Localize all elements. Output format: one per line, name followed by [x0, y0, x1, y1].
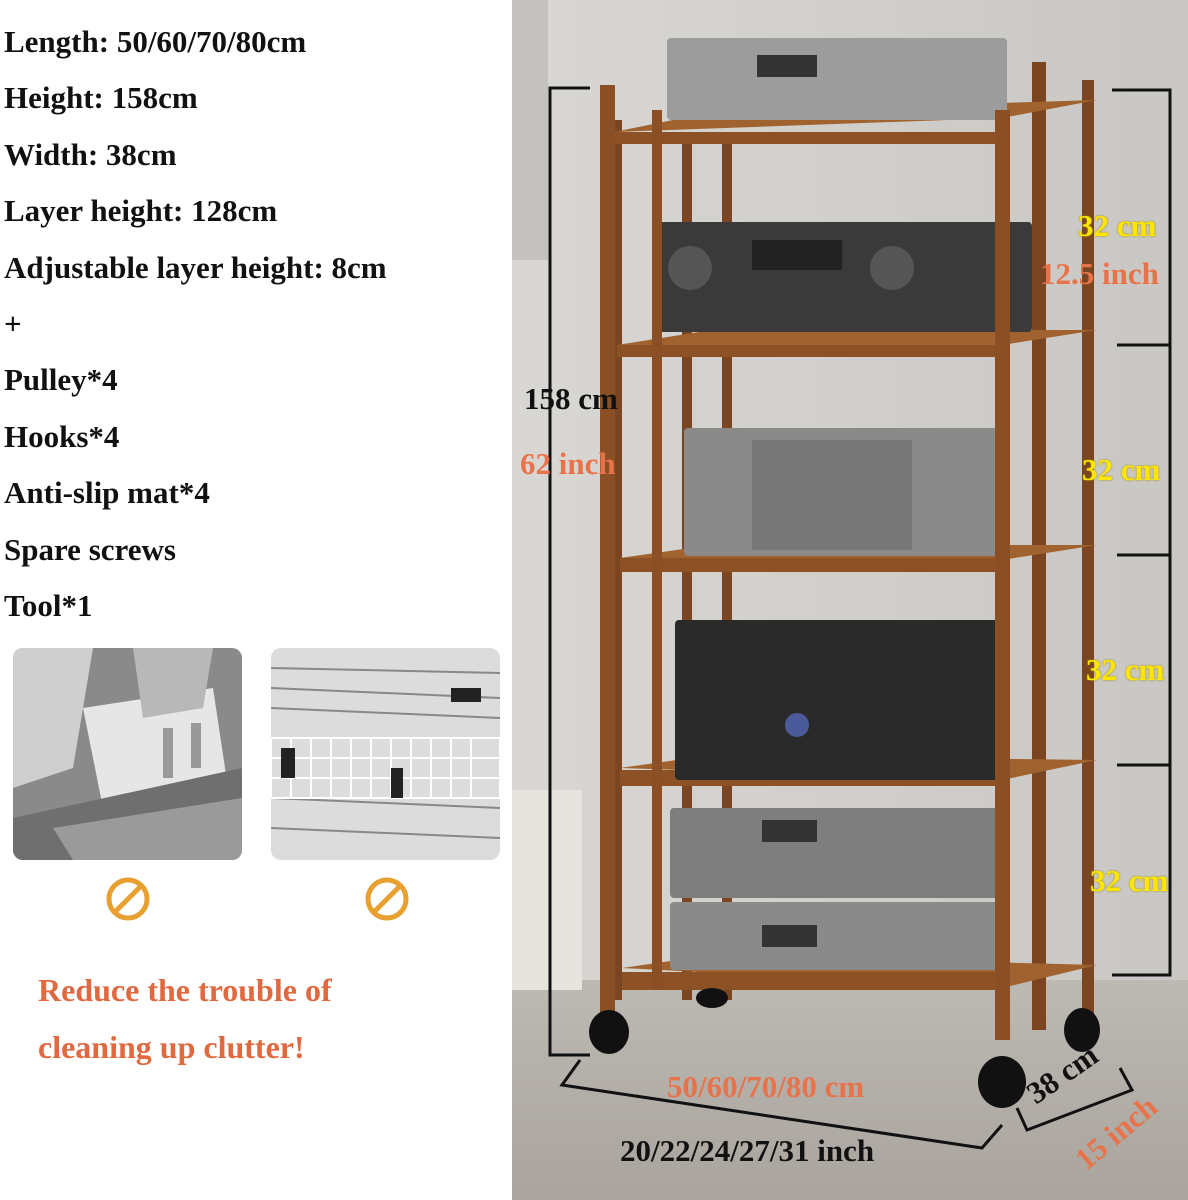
spec-antislip: Anti-slip mat*4 [4, 475, 210, 510]
length-cm-label: 50/60/70/80 cm [667, 1069, 865, 1104]
spec-adjustable-height: Adjustable layer height: 8cm [4, 250, 387, 285]
shelf-illustration [512, 0, 1172, 1150]
layer-4-cm-label: 32 cm [1090, 863, 1169, 898]
cardboard-boxes-photo [13, 648, 242, 860]
height-inch-label: 62 inch [520, 446, 616, 481]
spec-plus: + [4, 306, 22, 341]
length-inch-label: 20/22/24/27/31 inch [620, 1133, 875, 1168]
spec-length: Length: 50/60/70/80cm [4, 24, 307, 59]
slogan-line-1: Reduce the trouble of [38, 972, 332, 1008]
spec-screws: Spare screws [4, 532, 176, 567]
paper-stacks-photo [271, 648, 500, 860]
product-photo: 158 cm 62 inch 32 cm 12.5 inch 32 cm 32 … [512, 0, 1188, 1200]
layer-2-cm-label: 32 cm [1082, 452, 1161, 487]
spec-hooks: Hooks*4 [4, 419, 120, 454]
spec-pulley: Pulley*4 [4, 362, 118, 397]
spec-width: Width: 38cm [4, 137, 177, 172]
spec-height: Height: 158cm [4, 80, 198, 115]
layer-1-cm-label: 32 cm [1078, 208, 1157, 243]
spec-tool: Tool*1 [4, 588, 93, 623]
layer-3-cm-label: 32 cm [1086, 652, 1165, 687]
no-symbol-icon [364, 876, 410, 922]
spec-layer-height: Layer height: 128cm [4, 193, 278, 228]
layer-inch-label: 12.5 inch [1040, 256, 1159, 291]
slogan-line-2: cleaning up clutter! [38, 1029, 305, 1065]
specs-panel: Length: 50/60/70/80cm Height: 158cm Widt… [0, 0, 512, 1200]
no-symbol-icon [105, 876, 151, 922]
height-cm-label: 158 cm [524, 381, 618, 416]
